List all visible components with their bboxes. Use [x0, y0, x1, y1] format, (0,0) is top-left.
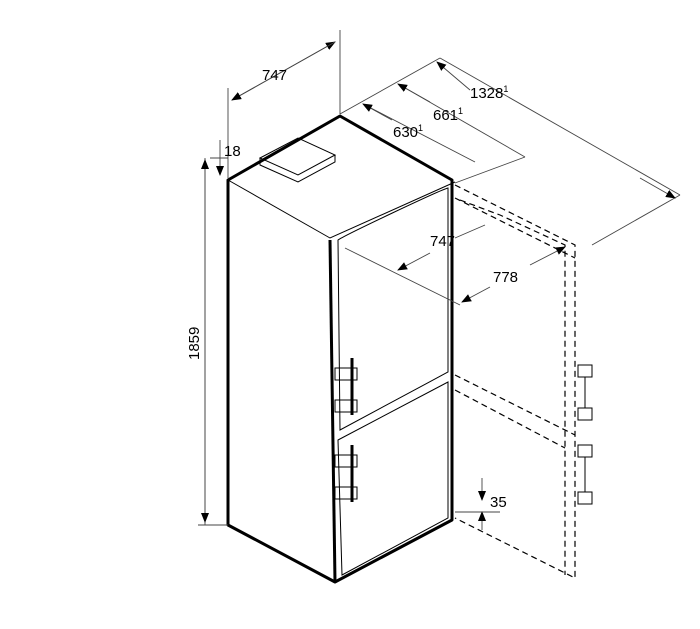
- dim-width-top: 747: [262, 67, 287, 84]
- dim-top-height: 18: [224, 143, 241, 160]
- dim-depth-handle: 6611: [433, 106, 463, 124]
- dim-depth-door-open: 13281: [470, 84, 508, 102]
- dim-width-front: 747: [430, 233, 455, 250]
- open-door-handles: [577, 364, 593, 505]
- dim-height: 1859: [186, 327, 203, 360]
- fridge-body: [226, 114, 456, 584]
- door-handles: [334, 358, 358, 502]
- open-door-outline: [454, 184, 593, 579]
- dim-depth-body: 6301: [393, 123, 423, 141]
- dim-bottom-offset: 35: [490, 494, 507, 511]
- dim-width-with-door: 778: [493, 269, 518, 286]
- dimension-lines: [198, 30, 681, 530]
